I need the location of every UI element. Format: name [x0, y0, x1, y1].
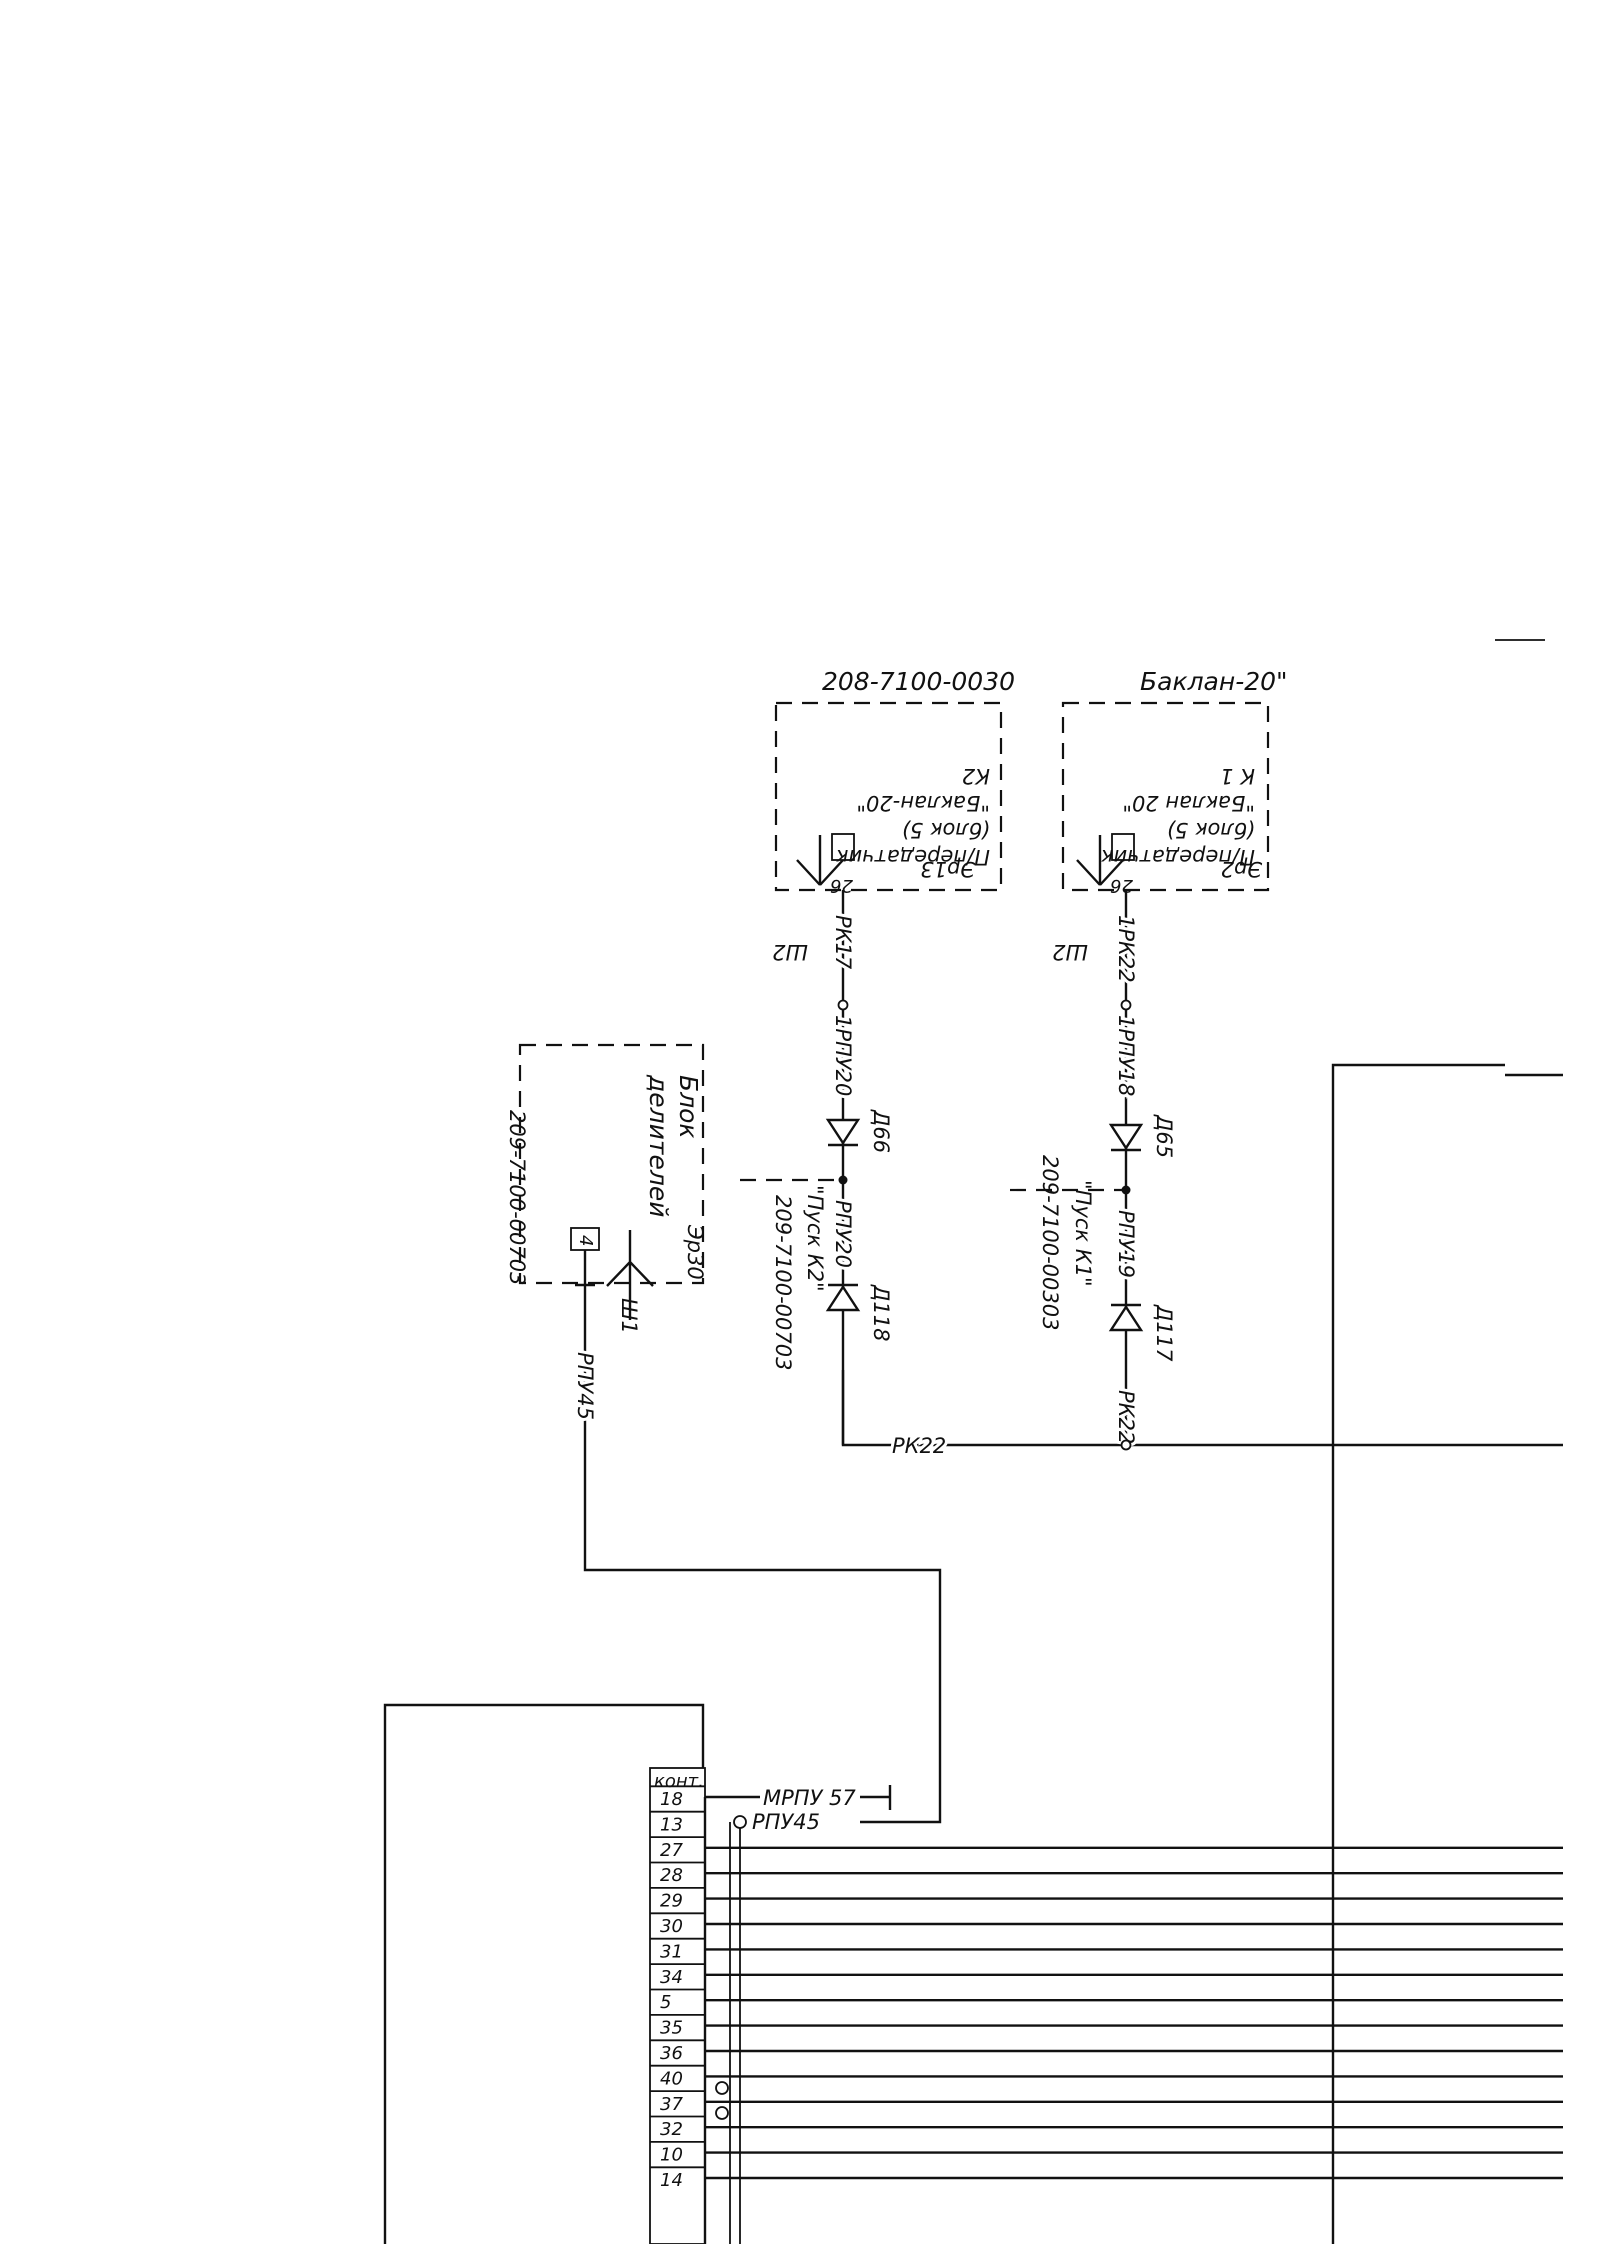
terminal-contact-28: 28 — [660, 1865, 683, 1886]
terminal-contact-40: 40 — [660, 2068, 683, 2089]
wire-1rk22-label: 1РК22 — [1114, 915, 1138, 983]
transceiver-2-line2: (блок 5) — [1167, 818, 1255, 842]
divider-block-ref: Эр30 — [683, 1224, 707, 1280]
terminal-contact-10: 10 — [660, 2145, 683, 2166]
node-rk17 — [837, 999, 849, 1011]
connector-sh2-k2-symbol — [796, 835, 844, 886]
transceiver-1-line4: К2 — [962, 764, 990, 788]
divider-block-name1: Блок — [674, 1075, 703, 1139]
wire-rpu45-label: РПУ45 — [573, 1352, 597, 1420]
switch-start-k1-part: 209-7100-00303 — [1038, 1155, 1062, 1331]
terminal-37-node — [715, 2106, 729, 2120]
node-k2-switch — [838, 1175, 848, 1185]
connector-sh1-symbol — [583, 1230, 654, 1320]
divider-block-pin: 4 — [575, 1235, 596, 1246]
wire-rpu20-label: РПУ20 — [831, 1200, 855, 1268]
switch-start-k2-label: "Пуск К2" — [803, 1185, 827, 1292]
title-label: Баклан-20" — [1140, 667, 1288, 696]
diode-d66 — [825, 1118, 861, 1147]
diode-d118-label: Д118 — [869, 1284, 893, 1342]
connector-sh2-k1-symbol — [1076, 835, 1124, 886]
terminal-contact-14: 14 — [660, 2170, 683, 2191]
terminal-contact-30: 30 — [660, 1916, 683, 1937]
diode-d65 — [1108, 1123, 1144, 1152]
wire-1rpu18-label: 1РПУ18 — [1114, 1015, 1138, 1096]
node-1rk22 — [1120, 999, 1132, 1011]
diode-d117-label: Д117 — [1152, 1304, 1176, 1362]
transceiver-1-line1: П/передатчик — [836, 845, 990, 869]
ground-tee-symbol — [575, 1283, 595, 1300]
terminal-contact-29: 29 — [660, 1891, 683, 1912]
switch-start-k2-part: 209-7100-00703 — [771, 1195, 795, 1371]
terminal-contact-37: 37 — [660, 2094, 683, 2115]
diode-d66-label: Д66 — [869, 1109, 893, 1153]
terminal-40-node — [715, 2081, 729, 2095]
divider-block-part: 209-7100-00703 — [505, 1110, 529, 1286]
bus-rk22 — [841, 1370, 1563, 1447]
diode-d118 — [825, 1283, 861, 1312]
connector-sh1-label: Ш1 — [617, 1298, 641, 1334]
transceiver-2-line4: К 1 — [1220, 764, 1255, 788]
wire-mrpu57-label: МРПУ 57 — [763, 1786, 856, 1810]
terminal-contact-34: 34 — [660, 1967, 683, 1988]
terminal-contact-18: 18 — [660, 1789, 683, 1810]
transceiver-2-text: П/передатчик (блок 5) "Баклан 20" К 1 — [1101, 764, 1255, 869]
wire-1rpu20-label: 1РПУ20 — [831, 1015, 855, 1096]
wire-rpu45 — [583, 1300, 942, 1824]
transceiver-1-text: П/передатчик (блок 5) "Баклан-20" К2 — [836, 764, 990, 869]
terminal-contact-27: 27 — [660, 1840, 683, 1861]
transceiver-2-ref: Эр2 — [1221, 857, 1263, 881]
terminal-contact-32: 32 — [660, 2119, 683, 2140]
transceiver-2-line1: П/передатчик — [1101, 845, 1255, 869]
part-number-label: 208-7100-0030 — [822, 667, 1015, 696]
wire-rk17-label: РК17 — [831, 915, 855, 970]
mrpu57-termination — [860, 1785, 892, 1810]
terminal-contact-36: 36 — [660, 2043, 683, 2064]
transceiver-2-line3: "Баклан 20" — [1122, 791, 1255, 815]
terminal-rows: 18 13 27 28 29 30 31 34 5 35 36 40 37 32 10 14 — [650, 1785, 1563, 2191]
transceiver-1-ref: Эр13 — [920, 857, 976, 881]
connector-sh2-k2-label: Ш2 — [772, 940, 808, 964]
wire-rk22-k1-label: РК22 — [1114, 1390, 1138, 1444]
wire-rpu19-label: РПУ19 — [1114, 1210, 1138, 1278]
transceiver-1-pin: 26 — [830, 875, 853, 896]
transceiver-1-line2: (блок 5) — [902, 818, 990, 842]
divider-block-box — [518, 1043, 705, 1285]
terminal-contact-35: 35 — [660, 2018, 683, 2039]
divider-block-name2: делителей — [644, 1074, 673, 1217]
right-bus-vertical — [1331, 1063, 1505, 2244]
equipment-outline — [383, 1703, 705, 2244]
terminal-contact-31: 31 — [660, 1941, 683, 1962]
diode-d65-label: Д65 — [1152, 1114, 1176, 1158]
transceiver-1-line3: "Баклан-20" — [856, 791, 990, 815]
terminal-contact-5: 5 — [660, 1992, 671, 2013]
connector-sh2-k1-label: Ш2 — [1052, 940, 1088, 964]
diode-d117 — [1108, 1303, 1144, 1332]
bus-rk22-label: РК22 — [892, 1434, 946, 1458]
node-rk22-junction — [1120, 1439, 1132, 1451]
wire-rpu45-terminal-label: РПУ45 — [752, 1810, 820, 1834]
transceiver-2-pin: 26 — [1110, 875, 1133, 896]
switch-start-k1-label: "Пуск К1" — [1071, 1180, 1095, 1287]
transceiver-1-box — [774, 701, 1003, 892]
terminal-contact-13: 13 — [660, 1814, 683, 1835]
transceiver-2-box — [1061, 701, 1270, 892]
terminal-13-node — [733, 1815, 747, 1829]
